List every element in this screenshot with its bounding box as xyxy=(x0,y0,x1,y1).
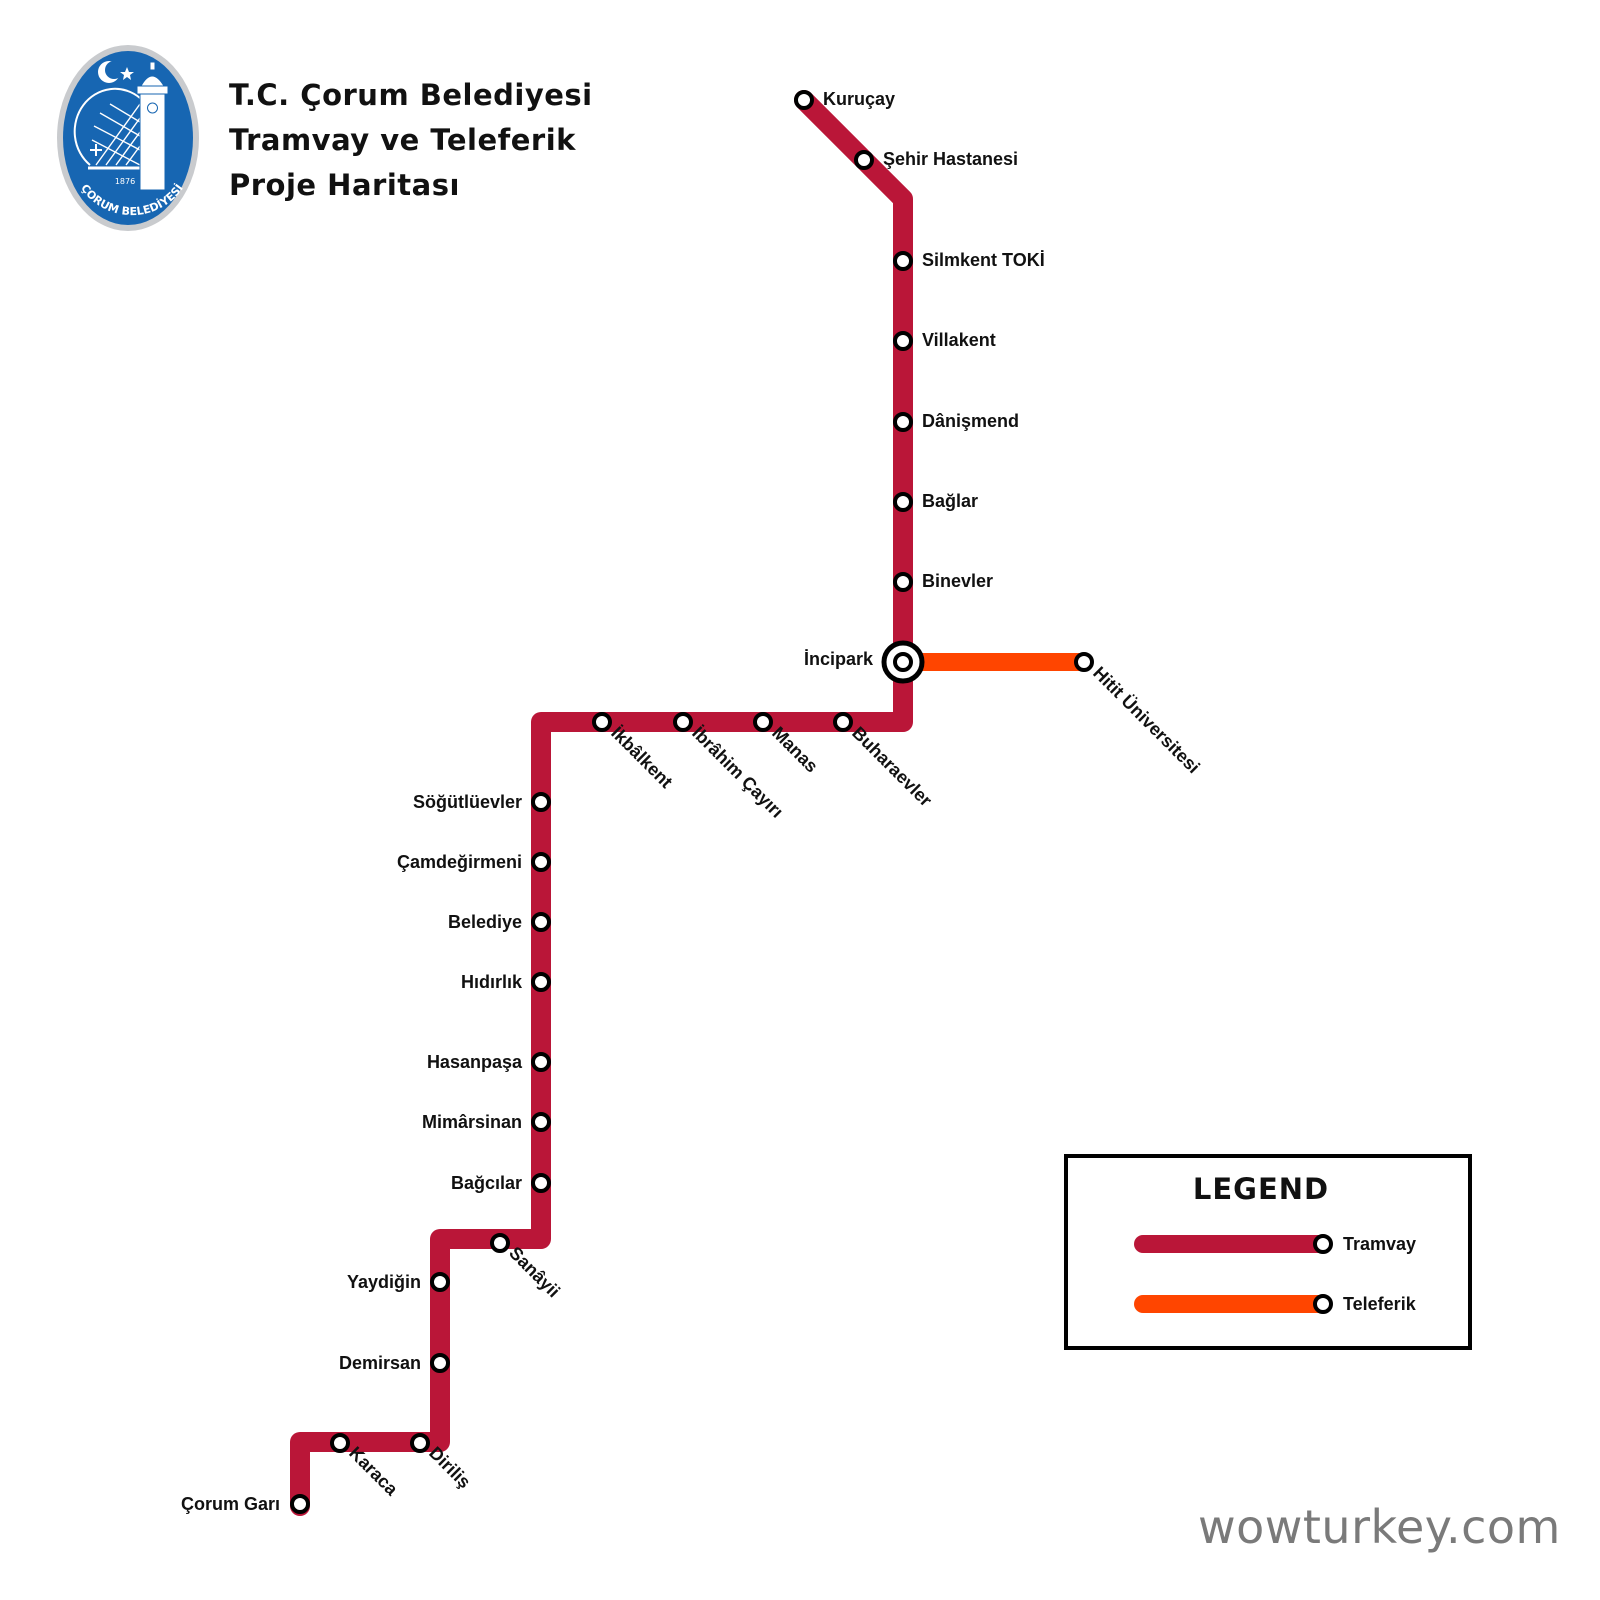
station-kurucay[interactable] xyxy=(794,90,814,110)
label-demirsan: Demirsan xyxy=(339,1353,421,1373)
label-hasanpasa: Hasanpaşa xyxy=(427,1052,523,1072)
station-corum-gari[interactable] xyxy=(290,1494,310,1514)
tram-line xyxy=(290,90,913,1516)
station-labels: Kuruçay Şehir Hastanesi Silmkent TOKİ Vi… xyxy=(181,89,1204,1514)
label-dirilis: Diriliş xyxy=(425,1443,475,1493)
label-mimarsinan: Mimârsinan xyxy=(422,1112,522,1132)
label-silmkent-toki: Silmkent TOKİ xyxy=(922,250,1045,270)
station-camdegirmeni[interactable] xyxy=(531,852,551,872)
station-buharaevler[interactable] xyxy=(833,712,853,732)
label-baglar: Bağlar xyxy=(922,491,978,511)
station-yaydigin[interactable] xyxy=(430,1272,450,1292)
label-sanayii: Sanâyii xyxy=(505,1243,564,1302)
label-yaydigin: Yaydiğin xyxy=(347,1272,421,1292)
station-bagcilar[interactable] xyxy=(531,1173,551,1193)
station-manas[interactable] xyxy=(753,712,773,732)
map-title-line-1: T.C. Çorum Belediyesi xyxy=(229,78,593,112)
tram-stations xyxy=(290,90,1094,1514)
station-sehir-hastanesi[interactable] xyxy=(854,150,874,170)
station-baglar[interactable] xyxy=(893,492,913,512)
station-binevler[interactable] xyxy=(893,572,913,592)
map-title-line-2: Tramvay ve Teleferik xyxy=(229,123,576,157)
legend-cable-car-station-icon xyxy=(1313,1294,1333,1314)
label-camdegirmeni: Çamdeğirmeni xyxy=(397,852,522,872)
label-danismend: Dânişmend xyxy=(922,411,1019,431)
label-incipark: İncipark xyxy=(804,649,874,669)
station-hitit-universitesi[interactable] xyxy=(1074,652,1094,672)
station-ikbalkent[interactable] xyxy=(592,712,612,732)
station-hidirlik[interactable] xyxy=(531,972,551,992)
station-belediye[interactable] xyxy=(531,912,551,932)
corum-municipality-seal-icon: 1876 ÇORUM BELEDİYESİ xyxy=(57,45,199,231)
label-buharaevler: Buharaevler xyxy=(848,723,936,811)
label-kurucay: Kuruçay xyxy=(823,89,895,109)
label-hidirlik: Hıdırlık xyxy=(461,972,523,992)
station-dirilis[interactable] xyxy=(410,1433,430,1453)
label-corum-gari: Çorum Garı xyxy=(181,1494,280,1514)
seal-year: 1876 xyxy=(115,177,135,186)
station-sogutluevler[interactable] xyxy=(531,792,551,812)
map-title-line-3: Proje Haritası xyxy=(229,168,460,202)
label-sehir-hastanesi: Şehir Hastanesi xyxy=(883,149,1018,169)
label-villakent: Villakent xyxy=(922,330,996,350)
station-danismend[interactable] xyxy=(893,412,913,432)
legend-cable-car-label: Teleferik xyxy=(1343,1294,1417,1314)
label-belediye: Belediye xyxy=(448,912,522,932)
station-mimarsinan[interactable] xyxy=(531,1112,551,1132)
label-ikbalkent: İkbâlkent xyxy=(607,723,676,792)
label-hitit-universitesi: Hitit Üniversitesi xyxy=(1089,663,1204,778)
label-binevler: Binevler xyxy=(922,571,993,591)
station-silmkent-toki[interactable] xyxy=(893,251,913,271)
legend-tram-station-icon xyxy=(1313,1234,1333,1254)
watermark: wowturkey.com xyxy=(1198,1500,1561,1554)
label-bagcilar: Bağcılar xyxy=(451,1173,522,1193)
legend-title: LEGEND xyxy=(1193,1172,1329,1206)
station-sanayii[interactable] xyxy=(490,1233,510,1253)
station-hasanpasa[interactable] xyxy=(531,1052,551,1072)
label-sogutluevler: Söğütlüevler xyxy=(413,792,522,812)
station-villakent[interactable] xyxy=(893,331,913,351)
legend-tram-label: Tramvay xyxy=(1343,1234,1416,1254)
legend: LEGEND Tramvay Teleferik xyxy=(1064,1154,1472,1350)
station-incipark[interactable] xyxy=(881,640,925,684)
station-ibrahim-cayiri[interactable] xyxy=(673,712,693,732)
station-karaca[interactable] xyxy=(330,1433,350,1453)
station-demirsan[interactable] xyxy=(430,1353,450,1373)
